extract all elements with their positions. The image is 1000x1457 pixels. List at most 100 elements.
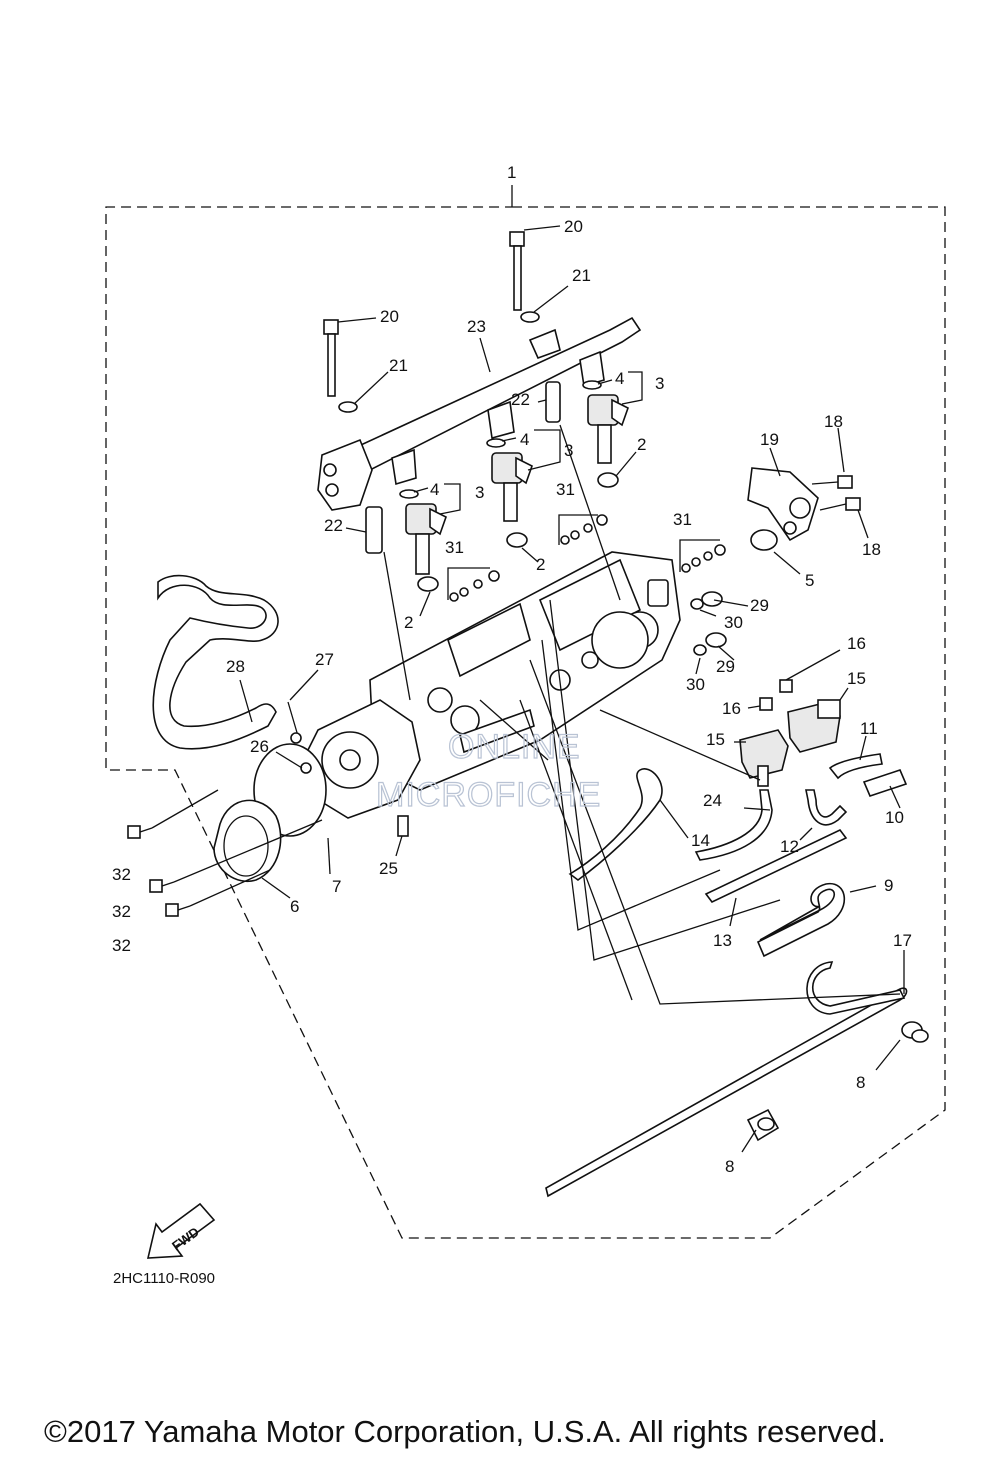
hose-12 — [805, 789, 848, 826]
bolt-20-right — [509, 231, 525, 311]
fuel-rail — [317, 316, 642, 511]
throttle-position-sensor — [747, 467, 819, 542]
callout-24: 24 — [703, 791, 722, 810]
callout-4: 4 — [520, 430, 529, 449]
callout-12: 12 — [780, 837, 799, 856]
clip-30-bottom — [693, 644, 707, 656]
callout-3: 3 — [475, 483, 484, 502]
injector-middle — [486, 438, 533, 522]
callout-1: 1 — [507, 163, 516, 182]
screw-18-top — [811, 475, 853, 489]
callout-19: 19 — [760, 430, 779, 449]
callout-16: 16 — [722, 699, 741, 718]
callout-30: 30 — [724, 613, 743, 632]
sensor-15-left — [739, 729, 789, 787]
parts-kit-31-right — [679, 539, 726, 573]
callout-26: 26 — [250, 737, 269, 756]
hose-14 — [568, 768, 663, 881]
seal-2-left — [417, 576, 439, 592]
fitting-10 — [862, 769, 908, 797]
hose-11 — [828, 753, 883, 780]
cap-29-top — [701, 591, 723, 607]
spacer-22-left — [365, 506, 383, 554]
callout-22: 22 — [511, 390, 530, 409]
seal-2-mid — [506, 532, 528, 548]
callout-31: 31 — [445, 538, 464, 557]
callout-21: 21 — [572, 266, 591, 285]
callout-3: 3 — [564, 441, 573, 460]
clip-27 — [290, 732, 302, 744]
callout-22: 22 — [324, 516, 343, 535]
sensor-15-right — [787, 699, 841, 753]
callout-29: 29 — [750, 596, 769, 615]
callout-15: 15 — [706, 730, 725, 749]
bolt-20-left — [323, 319, 339, 397]
clip-30-top — [690, 598, 704, 610]
callout-16: 16 — [847, 634, 866, 653]
hose-17-loop — [806, 961, 906, 1015]
hose-24 — [694, 789, 773, 861]
fwd-arrow-icon: FWD — [146, 1202, 216, 1259]
callout-15: 15 — [847, 669, 866, 688]
screw-32-c — [165, 869, 271, 917]
callout-8: 8 — [856, 1073, 865, 1092]
callout-28: 28 — [226, 657, 245, 676]
callout-18: 18 — [862, 540, 881, 559]
callout-32: 32 — [112, 936, 131, 955]
washer-26 — [300, 762, 312, 774]
wire-27 — [287, 701, 299, 737]
clamp-8-bottom — [746, 1108, 780, 1142]
callout-2: 2 — [536, 555, 545, 574]
pulley-housing-7 — [301, 699, 421, 819]
spacer-22-right — [545, 381, 561, 423]
callout-25: 25 — [379, 859, 398, 878]
screw-32-b — [149, 819, 323, 893]
callout-29: 29 — [716, 657, 735, 676]
callout-8: 8 — [725, 1157, 734, 1176]
callout-31: 31 — [556, 480, 575, 499]
callout-32: 32 — [112, 902, 131, 921]
screw-32-a — [127, 789, 219, 839]
parts-kit-31-left — [447, 567, 500, 602]
callout-13: 13 — [713, 931, 732, 950]
callout-4: 4 — [430, 480, 439, 499]
screw-16-bottom — [759, 697, 773, 711]
callout-20: 20 — [564, 217, 583, 236]
hose-13 — [704, 828, 848, 904]
assembly-leaders — [383, 424, 901, 1005]
callout-9: 9 — [884, 876, 893, 895]
screw-16-top — [779, 679, 793, 693]
callout-14: 14 — [691, 831, 710, 850]
callout-11: 11 — [860, 719, 878, 738]
callout-2: 2 — [637, 435, 646, 454]
callout-7: 7 — [332, 877, 341, 896]
cover-6 — [213, 799, 282, 883]
callout-10: 10 — [885, 808, 904, 827]
screw-25 — [397, 815, 409, 837]
callout-3: 3 — [655, 374, 664, 393]
callout-6: 6 — [290, 897, 299, 916]
callout-leaders — [239, 225, 905, 1153]
callout-18: 18 — [824, 412, 843, 431]
callout-27: 27 — [315, 650, 334, 669]
diagram-code: 2HC1110-R090 — [113, 1270, 215, 1287]
injector-left — [399, 489, 447, 575]
callout-30: 30 — [686, 675, 705, 694]
screw-18-bottom — [819, 497, 861, 511]
washer-21-right — [520, 311, 540, 323]
callout-4: 4 — [615, 369, 624, 388]
watermark-line-2: MICROFICHE — [376, 776, 601, 814]
callout-31: 31 — [673, 510, 692, 529]
callout-32: 32 — [112, 865, 131, 884]
watermark-line-1: ONLINE — [448, 728, 581, 766]
copyright-notice: ©2017 Yamaha Motor Corporation, U.S.A. A… — [44, 1414, 886, 1449]
callout-21: 21 — [389, 356, 408, 375]
callout-2: 2 — [404, 613, 413, 632]
cap-29-bottom — [705, 632, 727, 648]
seal-2-right — [597, 472, 619, 488]
callout-20: 20 — [380, 307, 399, 326]
callouts: 1 20 20 21 21 2 3 4 3 22 4 3 2 19 18 18 4… — [112, 163, 912, 1176]
callout-5: 5 — [805, 571, 814, 590]
clamp-8-top — [901, 1021, 929, 1043]
